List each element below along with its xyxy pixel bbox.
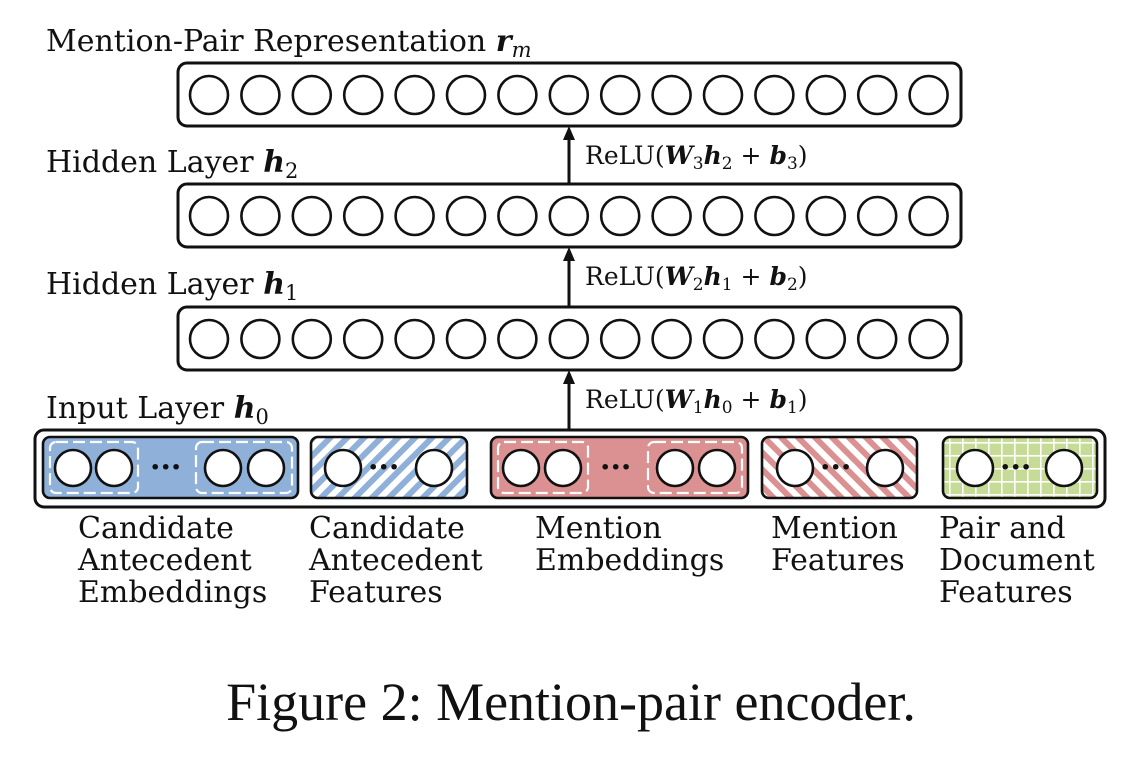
neuron — [856, 318, 898, 360]
arrowhead-h2-to-rm — [563, 126, 575, 140]
neuron-row-h1 — [188, 318, 949, 360]
neuron — [702, 195, 744, 237]
neuron — [342, 74, 384, 116]
neuron — [548, 195, 590, 237]
neuron — [394, 318, 435, 360]
neuron — [291, 74, 333, 116]
neuron — [702, 74, 744, 116]
input-group-pair-and-document-features: ··· — [941, 435, 1099, 500]
arrowhead-h0-to-h1 — [563, 370, 575, 384]
neuron — [246, 448, 286, 488]
layer-label-h2: Hidden Layer h2 — [46, 145, 298, 183]
neuron — [497, 318, 538, 360]
neuron — [599, 318, 641, 360]
neuron — [342, 318, 384, 360]
ellipsis: ··· — [1000, 450, 1031, 485]
neuron — [955, 448, 995, 488]
group-label-pair-and-document-features: Pair and Document Features — [939, 511, 1104, 610]
input-group-candidate-antecedent-features: ··· — [309, 435, 469, 500]
neuron — [775, 448, 815, 488]
neuron — [805, 195, 847, 237]
arrow-label-2: ReLU(W2h1 + b2) — [585, 262, 808, 295]
neuron — [754, 74, 795, 116]
neuron — [291, 195, 333, 237]
layer-label-h0: Input Layer h0 — [46, 391, 269, 429]
neuron — [414, 448, 454, 488]
neuron — [543, 448, 583, 488]
ellipsis: ··· — [150, 450, 181, 485]
sub-embedding-dashed-frame — [646, 440, 744, 495]
neuron — [599, 74, 641, 116]
group-label-mention-embeddings: Mention Embeddings — [535, 511, 724, 578]
neuron — [501, 448, 541, 488]
neuron — [655, 448, 695, 488]
neuron — [188, 195, 230, 237]
neuron-row-rm — [188, 74, 949, 116]
neuron — [754, 318, 795, 360]
neuron — [497, 195, 538, 237]
arrow-label-1: ReLU(W1h0 + b1) — [585, 385, 808, 418]
layer-label-rm: Mention-Pair Representation rm — [46, 24, 532, 62]
neuron — [908, 318, 949, 360]
neuron — [445, 195, 487, 237]
neuron — [342, 195, 384, 237]
figure-caption: Figure 2: Mention-pair encoder. — [226, 672, 916, 732]
input-group-candidate-antecedent-embeddings: ··· — [41, 435, 300, 500]
ellipsis: ··· — [600, 450, 631, 485]
neuron — [548, 318, 590, 360]
neuron — [497, 74, 538, 116]
arrowhead-h1-to-h2 — [563, 247, 575, 261]
ellipsis: ··· — [820, 450, 851, 485]
neuron — [702, 318, 744, 360]
neuron — [908, 74, 949, 116]
neuron — [754, 195, 795, 237]
layer-label-h1: Hidden Layer h1 — [46, 267, 298, 305]
neuron — [856, 195, 898, 237]
neuron — [651, 318, 692, 360]
neuron — [805, 74, 847, 116]
sub-embedding-dashed-frame — [48, 440, 140, 495]
neuron — [805, 318, 847, 360]
neuron — [240, 74, 281, 116]
group-label-candidate-antecedent-embeddings: Candidate Antecedent Embeddings — [77, 511, 267, 610]
input-group-mention-embeddings: ··· — [489, 435, 750, 500]
neuron — [94, 448, 134, 488]
neuron — [445, 74, 487, 116]
group-label-candidate-antecedent-features: Candidate Antecedent Features — [308, 511, 492, 610]
sub-embedding-dashed-frame — [496, 440, 590, 495]
sub-embedding-dashed-frame — [194, 440, 294, 495]
neuron — [203, 448, 243, 488]
neuron — [908, 195, 949, 237]
arrow-label-3: ReLU(W3h2 + b3) — [585, 141, 808, 174]
neuron — [240, 195, 281, 237]
neuron — [445, 318, 487, 360]
neuron — [697, 448, 737, 488]
ellipsis: ··· — [368, 450, 399, 485]
neuron — [53, 448, 93, 488]
neuron — [394, 74, 435, 116]
neuron — [188, 318, 230, 360]
neuron — [188, 74, 230, 116]
neuron — [323, 448, 363, 488]
neuron — [865, 448, 905, 488]
neuron — [651, 195, 692, 237]
neuron — [651, 74, 692, 116]
neuron — [856, 74, 898, 116]
neuron — [394, 195, 435, 237]
neuron-row-h2 — [188, 195, 949, 237]
neuron — [240, 318, 281, 360]
neuron — [548, 74, 590, 116]
group-label-mention-features: Mention Features — [771, 511, 907, 578]
input-group-mention-features: ··· — [760, 435, 919, 500]
neuron — [291, 318, 333, 360]
neuron — [599, 195, 641, 237]
neuron — [1044, 448, 1084, 488]
